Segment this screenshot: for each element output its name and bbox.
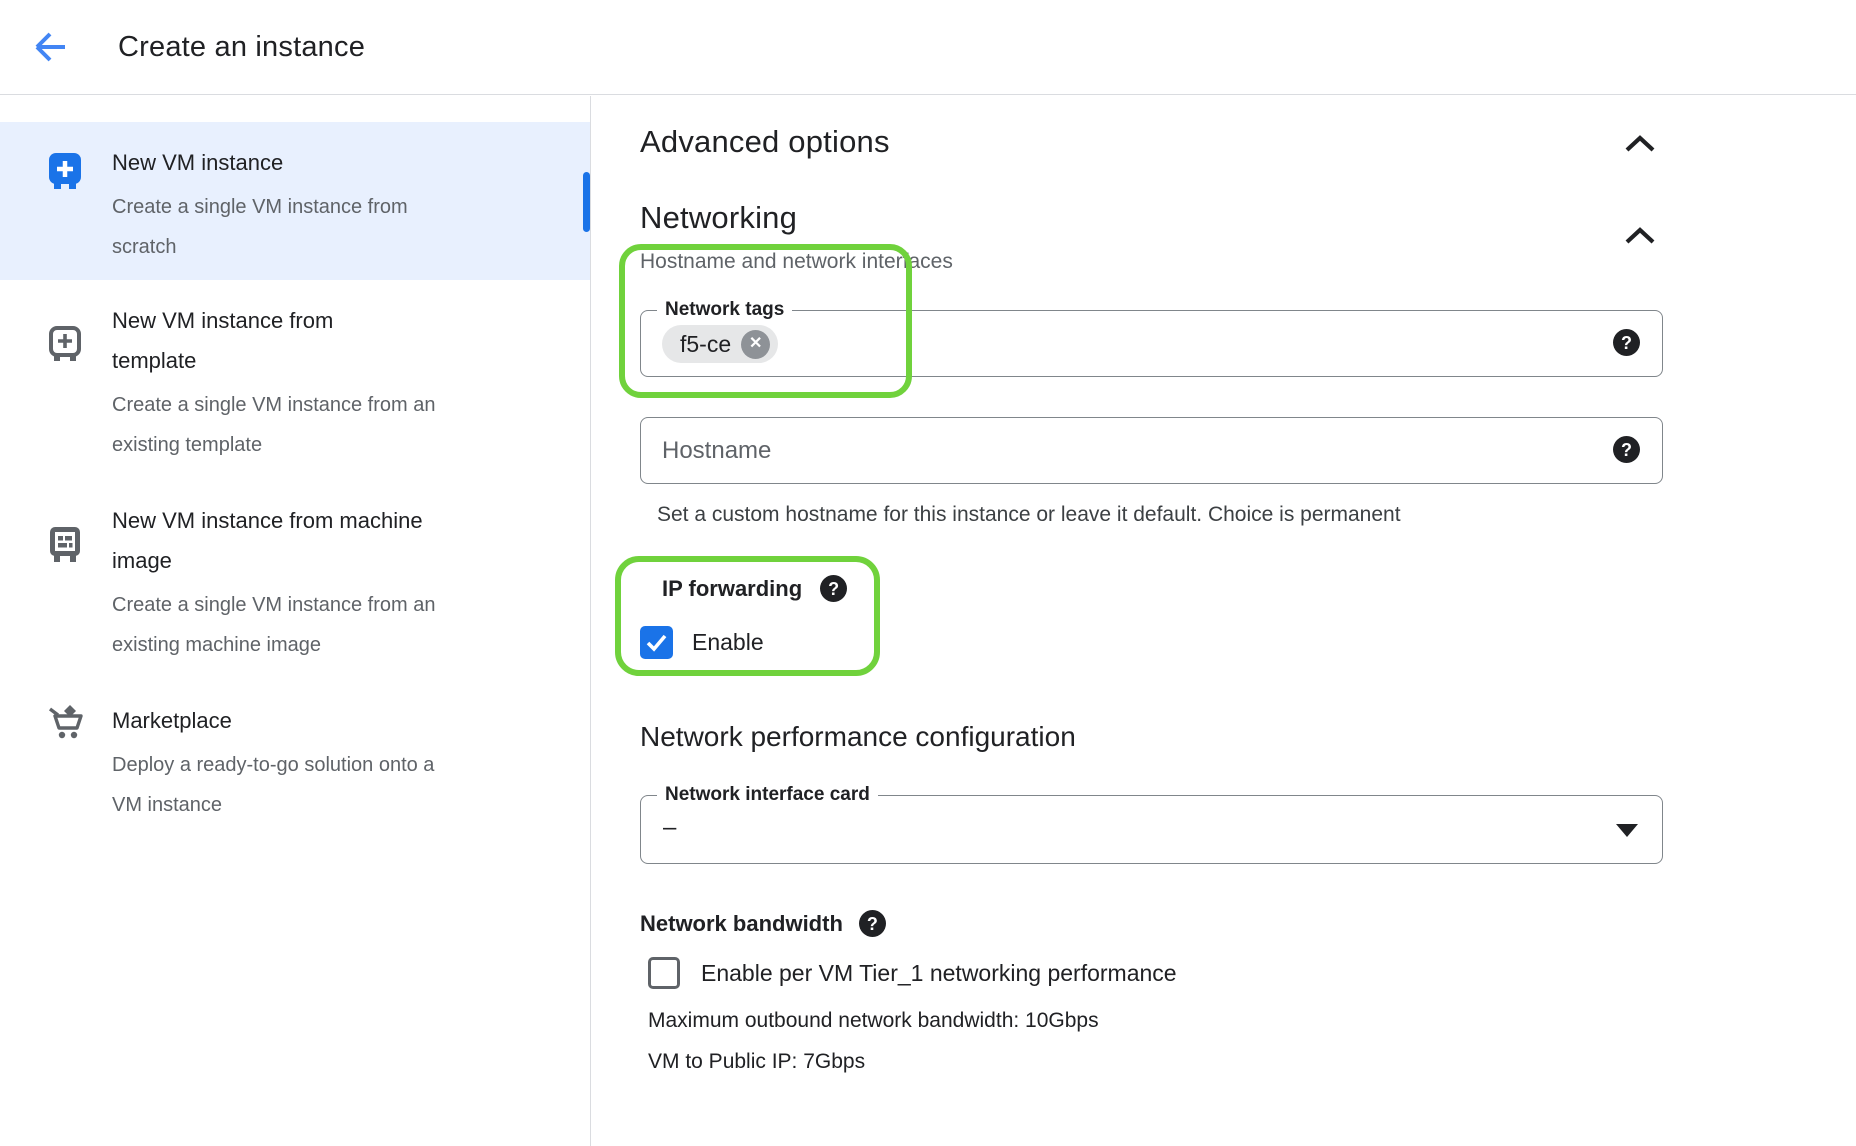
tier1-label: Enable per VM Tier_1 networking performa… bbox=[701, 959, 1177, 986]
network-tags-field[interactable]: Network tags f5-ce ✕ bbox=[640, 299, 1663, 377]
marketplace-cart-icon bbox=[46, 702, 84, 744]
sidebar-item-description: Create a single VM instance from an exis… bbox=[112, 594, 436, 656]
advanced-options-collapse-button[interactable] bbox=[1622, 130, 1658, 160]
network-tags-label: Network tags bbox=[657, 299, 793, 321]
sidebar-item-title: New VM instance from machine image bbox=[112, 508, 423, 573]
networking-collapse-button[interactable] bbox=[1622, 222, 1658, 252]
hostname-helper-text: Set a custom hostname for this instance … bbox=[657, 503, 1401, 526]
network-tag-chip[interactable]: f5-ce ✕ bbox=[662, 325, 779, 363]
network-tags-help-icon[interactable]: ? bbox=[1613, 329, 1640, 356]
hostname-field bbox=[640, 417, 1663, 484]
advanced-options-heading: Advanced options bbox=[640, 124, 890, 159]
chevron-up-icon bbox=[1623, 226, 1657, 249]
main-content bbox=[592, 96, 1856, 1146]
sidebar: New VM instance Create a single VM insta… bbox=[0, 96, 591, 1146]
new-vm-from-machine-image-icon bbox=[46, 523, 84, 565]
sidebar-item-description: Create a single VM instance from scratch bbox=[112, 196, 408, 258]
ip-forwarding-enable-label: Enable bbox=[692, 629, 764, 655]
sidebar-item-new-vm-instance[interactable]: New VM instance Create a single VM insta… bbox=[0, 122, 590, 280]
ip-forwarding-checkbox[interactable] bbox=[640, 626, 673, 659]
sidebar-item-title: New VM instance from template bbox=[112, 308, 334, 373]
sidebar-item-marketplace[interactable]: Marketplace Deploy a ready-to-go solutio… bbox=[0, 681, 590, 851]
chevron-up-icon bbox=[1623, 134, 1657, 157]
hostname-help-icon[interactable]: ? bbox=[1613, 436, 1640, 463]
sidebar-item-title: New VM instance bbox=[112, 150, 284, 175]
new-vm-from-template-icon bbox=[46, 323, 84, 365]
page-title: Create an instance bbox=[118, 31, 366, 63]
sidebar-item-new-vm-from-machine-image[interactable]: New VM instance from machine image Creat… bbox=[0, 481, 590, 681]
new-vm-instance-icon bbox=[46, 150, 84, 192]
ip-forwarding-enable-row[interactable]: Enable bbox=[640, 626, 764, 659]
back-arrow-icon bbox=[31, 30, 69, 67]
tier1-checkbox-row[interactable]: Enable per VM Tier_1 networking performa… bbox=[648, 957, 1177, 989]
networking-heading: Networking bbox=[640, 200, 798, 235]
network-bandwidth-row: Network bandwidth ? bbox=[640, 910, 886, 937]
ip-forwarding-label: IP forwarding bbox=[662, 575, 803, 601]
vm-to-public-ip-text: VM to Public IP: 7Gbps bbox=[648, 1050, 866, 1073]
network-interface-card-select[interactable]: Network interface card – bbox=[640, 784, 1663, 864]
ip-forwarding-row: IP forwarding ? bbox=[662, 575, 848, 602]
page-header: Create an instance bbox=[0, 0, 1856, 95]
back-button[interactable] bbox=[28, 26, 72, 70]
chip-text: f5-ce bbox=[680, 330, 732, 357]
max-outbound-bandwidth-text: Maximum outbound network bandwidth: 10Gb… bbox=[648, 1009, 1099, 1032]
sidebar-item-new-vm-from-template[interactable]: New VM instance from template Create a s… bbox=[0, 281, 590, 481]
sidebar-item-description: Create a single VM instance from an exis… bbox=[112, 394, 436, 456]
tier1-checkbox[interactable] bbox=[648, 957, 680, 989]
ip-forwarding-help-icon[interactable]: ? bbox=[820, 575, 848, 602]
hostname-input[interactable] bbox=[662, 418, 1602, 483]
networking-subtitle: Hostname and network interfaces bbox=[640, 250, 953, 273]
network-bandwidth-label: Network bandwidth bbox=[640, 910, 843, 936]
network-interface-card-label: Network interface card bbox=[657, 784, 878, 806]
chip-remove-icon[interactable]: ✕ bbox=[741, 329, 771, 359]
network-performance-heading: Network performance configuration bbox=[640, 721, 1076, 752]
network-interface-card-value: – bbox=[663, 814, 677, 841]
sidebar-item-description: Deploy a ready-to-go solution onto a VM … bbox=[112, 754, 435, 816]
sidebar-item-title: Marketplace bbox=[112, 708, 232, 733]
sidebar-scrollbar-thumb[interactable] bbox=[583, 172, 590, 232]
network-bandwidth-help-icon[interactable]: ? bbox=[858, 910, 886, 937]
